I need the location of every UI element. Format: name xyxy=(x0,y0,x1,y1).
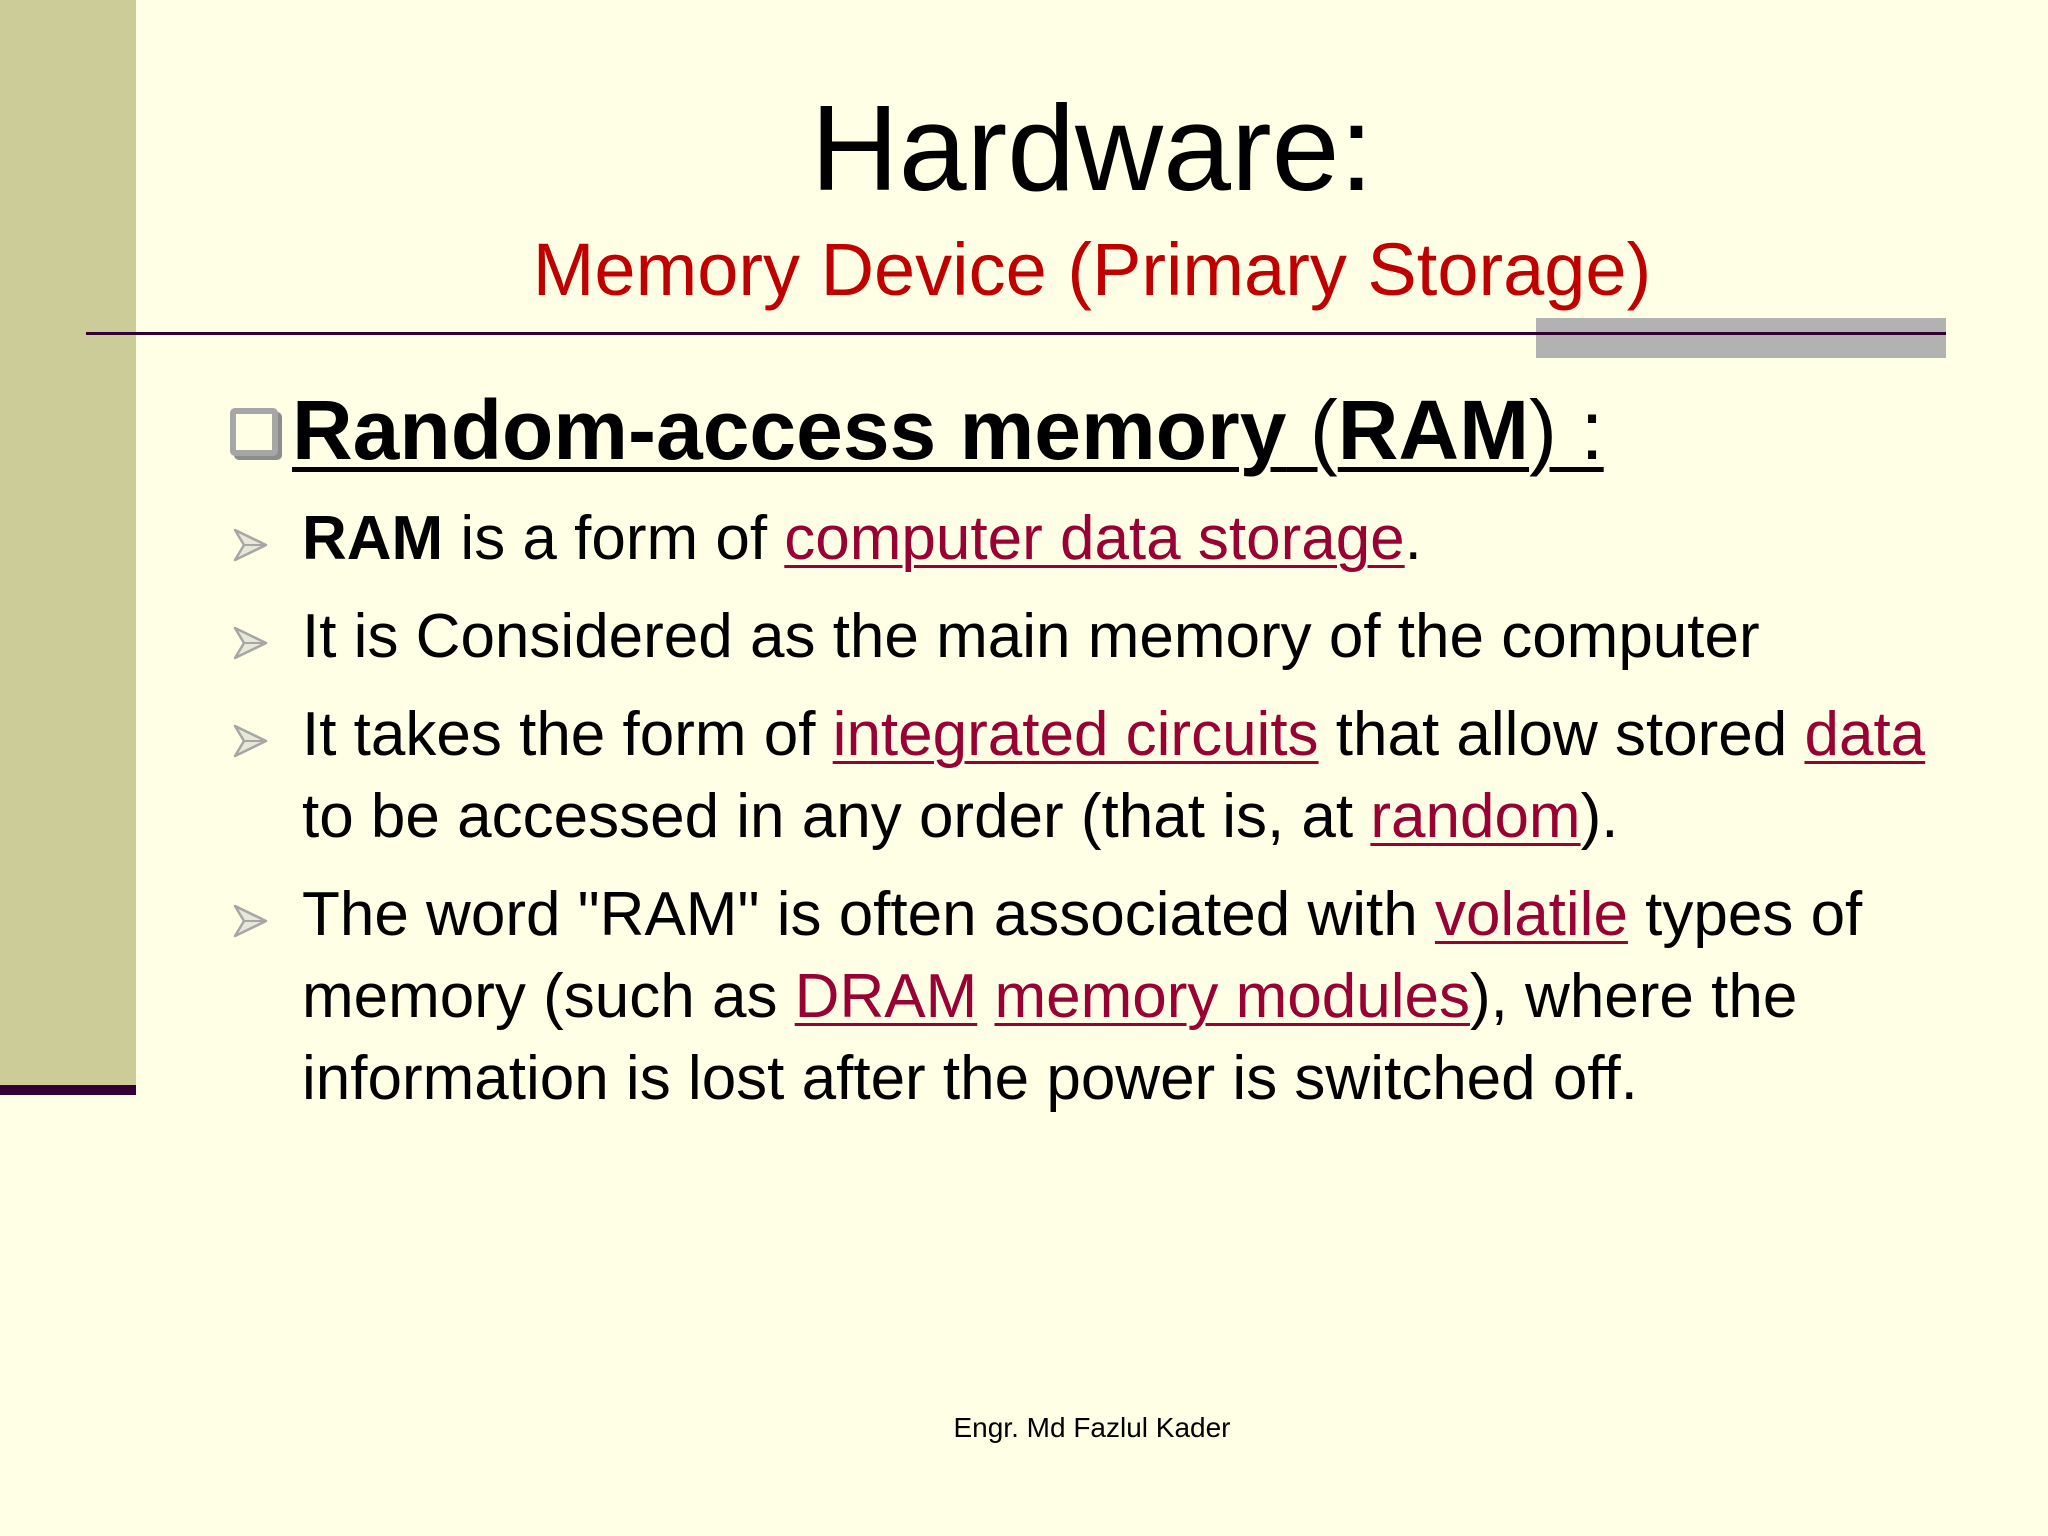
slide-subtitle: Memory Device (Primary Storage) xyxy=(532,228,1652,311)
bullet-text: It takes the form of xyxy=(302,700,833,769)
link-memory-modules[interactable]: memory modules xyxy=(994,962,1470,1031)
left-decorative-band xyxy=(0,0,136,1085)
bullet-text: It is Considered as the main memory of t… xyxy=(302,602,1760,671)
bullet-list: RAM is a form of computer data storage. … xyxy=(230,498,1990,1136)
title-rule xyxy=(86,332,1946,335)
title-rule-accent-line xyxy=(1536,332,1946,335)
heading-term: Random-access memory xyxy=(292,383,1287,477)
bullet-text: The word "RAM" is often associated with xyxy=(302,880,1435,949)
bullet-text: is a form of xyxy=(443,504,785,573)
bullet-text: to be accessed in any order (that is, at xyxy=(302,782,1371,851)
section-heading-row: Random-access memory (RAM) : xyxy=(230,380,1604,480)
bullet-item: It takes the form of integrated circuits… xyxy=(230,694,1990,858)
arrowhead-bullet-icon xyxy=(233,904,268,938)
left-band-underline xyxy=(0,1085,136,1095)
bullet-text: types of memory (such as xyxy=(302,880,1863,1031)
slide-footer: Engr. Md Fazlul Kader xyxy=(953,1412,1231,1443)
link-computer-data-storage[interactable]: computer data storage xyxy=(784,504,1405,573)
bullet-text: ), where the information is lost after t… xyxy=(302,962,1798,1113)
bullet-item: It is Considered as the main memory of t… xyxy=(230,596,1990,678)
heading-close: ) : xyxy=(1529,383,1604,477)
hollow-square-bullet-icon xyxy=(230,408,278,456)
bullet-item: The word "RAM" is often associated with … xyxy=(230,874,1990,1120)
slide-title: Hardware: xyxy=(810,80,1374,216)
link-dram[interactable]: DRAM xyxy=(794,962,978,1031)
heading-abbreviation: RAM xyxy=(1337,383,1530,477)
bullet-text: . xyxy=(1404,504,1422,573)
bullet-text: that allow stored xyxy=(1318,700,1805,769)
bullet-text xyxy=(977,962,994,1031)
arrowhead-bullet-icon xyxy=(233,626,268,660)
arrowhead-bullet-icon xyxy=(233,724,268,758)
bullet-text: ). xyxy=(1580,782,1619,851)
title-rule-accent xyxy=(1536,318,1946,358)
arrowhead-bullet-icon xyxy=(233,528,268,562)
bullet-term: RAM xyxy=(302,504,444,573)
link-volatile[interactable]: volatile xyxy=(1434,880,1628,949)
link-data[interactable]: data xyxy=(1804,700,1926,769)
bullet-item: RAM is a form of computer data storage. xyxy=(230,498,1990,580)
heading-open-paren: ( xyxy=(1286,383,1338,477)
section-heading: Random-access memory (RAM) : xyxy=(292,382,1604,478)
link-integrated-circuits[interactable]: integrated circuits xyxy=(832,700,1319,769)
link-random[interactable]: random xyxy=(1370,782,1581,851)
